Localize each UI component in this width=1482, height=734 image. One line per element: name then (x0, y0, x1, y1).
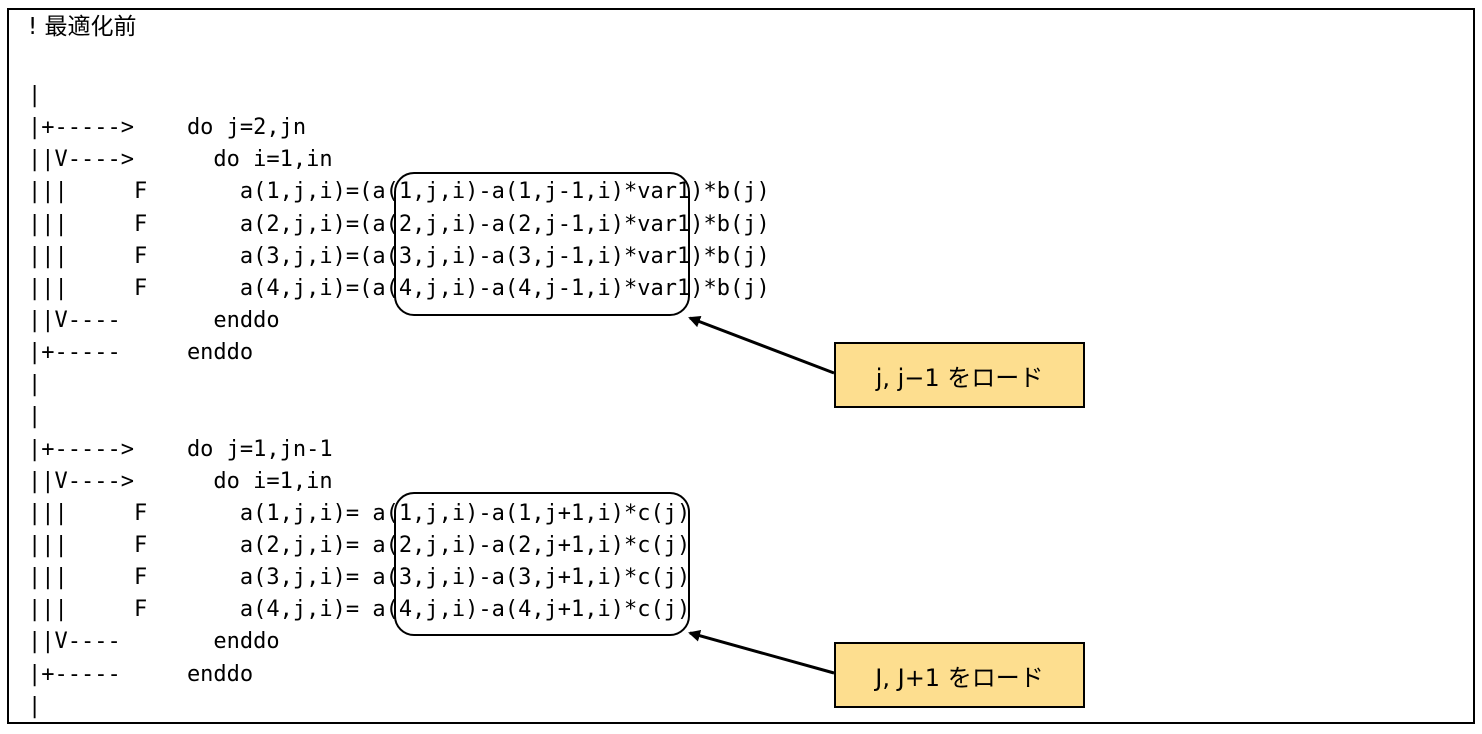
callout-load-j-jminus1: j, j−1 をロード (834, 342, 1085, 408)
code-line: | (28, 83, 42, 108)
code-line: | (28, 693, 42, 719)
code-line: |+-----> do j=1,jn-1 (28, 436, 333, 462)
code-line: ||| F a(3,j,i)=(a(3,j,i)-a(3,j-1,i)*var1… (28, 243, 770, 269)
code-line: ||| F a(3,j,i)= a(3,j,i)-a(3,j+1,i)*c(j) (28, 565, 691, 591)
code-line: | (28, 404, 42, 430)
code-line: |+-----> do j=2,jn (28, 115, 307, 141)
code-line: |+----- enddo (28, 661, 254, 687)
code-line: ||| F a(2,j,i)=(a(2,j,i)-a(2,j-1,i)*var1… (28, 211, 770, 237)
code-listing: ||+-----> do j=2,jn||V----> do i=1,in|||… (28, 80, 770, 723)
code-line: ||V----> do i=1,in (28, 468, 333, 494)
code-line: ||| F a(1,j,i)= a(1,j,i)-a(1,j+1,i)*c(j) (28, 500, 691, 526)
highlight-bracket-second-loop (394, 492, 690, 636)
code-line: |+----- enddo (28, 340, 254, 366)
highlight-bracket-first-loop (394, 172, 690, 316)
code-line: ||V---- enddo (28, 629, 280, 655)
code-line: ||V----> do i=1,in (28, 147, 333, 173)
code-line: | (28, 372, 42, 398)
code-line: ||| F a(4,j,i)= a(4,j,i)-a(4,j+1,i)*c(j) (28, 597, 691, 623)
comment-heading: ! 最適化前 (28, 14, 137, 40)
code-line: ||| F a(2,j,i)= a(2,j,i)-a(2,j+1,i)*c(j) (28, 532, 691, 558)
code-line: ||V---- enddo (28, 307, 280, 333)
callout-load-j-jplus1: J, J+1 をロード (834, 642, 1085, 708)
